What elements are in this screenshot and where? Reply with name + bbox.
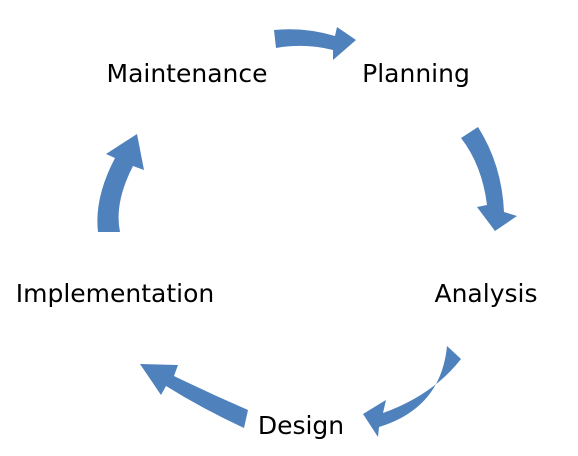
arrow-maintenance-to-planning bbox=[274, 27, 356, 60]
arrow-implementation-to-maintenance bbox=[97, 134, 144, 232]
arrow-planning-to-analysis bbox=[461, 127, 517, 231]
stage-label-maintenance: Maintenance bbox=[107, 59, 268, 88]
arrow-analysis-to-design bbox=[363, 346, 461, 437]
arrow-design-to-implementation bbox=[140, 364, 248, 428]
stage-label-analysis: Analysis bbox=[434, 279, 537, 308]
stage-label-planning: Planning bbox=[362, 59, 470, 88]
stage-label-implementation: Implementation bbox=[16, 279, 215, 308]
stage-label-design: Design bbox=[258, 411, 344, 440]
